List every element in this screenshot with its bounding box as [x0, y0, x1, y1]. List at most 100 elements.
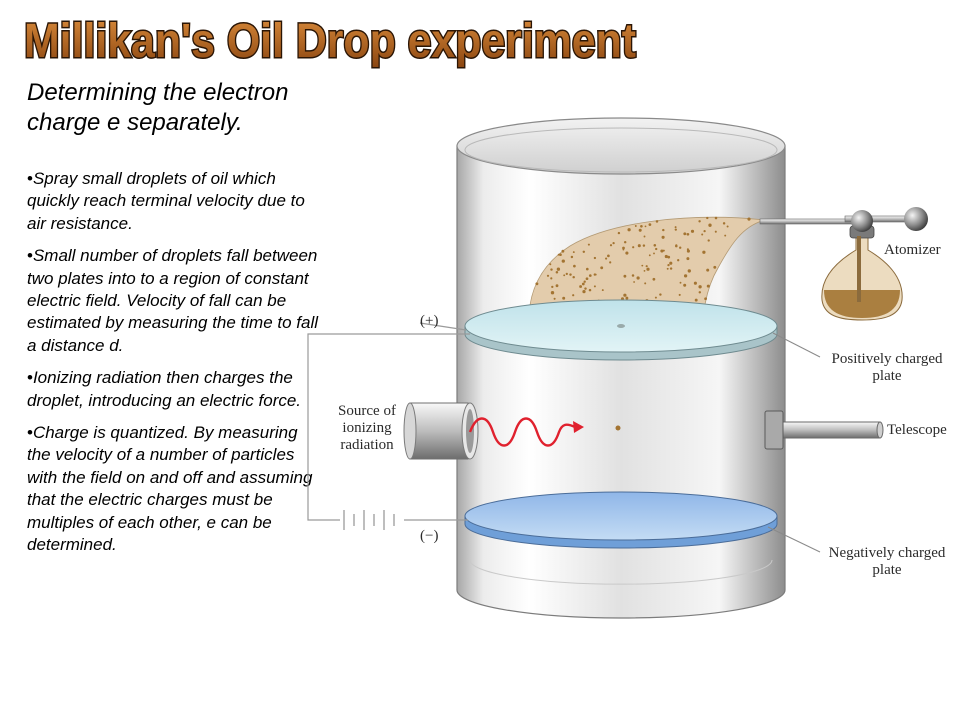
positive-plate [464, 299, 778, 361]
spray-droplet [659, 293, 662, 296]
spray-droplet [627, 228, 631, 232]
spray-droplet [722, 222, 726, 225]
spray-droplet [553, 297, 556, 300]
spray-droplet [675, 244, 678, 248]
spray-droplet [654, 296, 657, 299]
battery-icon [343, 510, 395, 530]
spray-droplet [631, 274, 635, 277]
page-title: Millikan's Oil Drop experiment [24, 15, 636, 68]
atomizer [759, 207, 928, 321]
spray-droplet [703, 229, 706, 233]
radiation-source-label-line3: radiation [340, 437, 394, 453]
title-graphic: Millikan's Oil Drop experiment [23, 14, 638, 70]
spray-droplet [724, 234, 727, 237]
spray-droplet [588, 274, 592, 277]
atomizer-cap-ball [851, 210, 873, 232]
spray-droplet [674, 228, 677, 231]
spray-droplet [588, 288, 592, 292]
negative-plate-label: Negatively charged plate [812, 545, 960, 579]
spray-droplet [652, 277, 656, 281]
spray-droplet [561, 249, 565, 253]
spray-droplet [559, 253, 562, 256]
spray-droplet [661, 235, 665, 239]
spray-droplet [645, 265, 648, 268]
negative-plate [464, 491, 778, 549]
spray-droplet [679, 246, 682, 249]
bullet-glyph: • [27, 368, 33, 388]
spray-droplet [686, 249, 690, 253]
spray-droplet [593, 256, 597, 260]
positive-plate-label-line1: Positively charged [831, 351, 943, 367]
spray-droplet [653, 252, 655, 255]
spray-droplet [644, 282, 647, 285]
spray-droplet [622, 246, 625, 250]
spray-droplet [638, 228, 642, 232]
spray-droplet [550, 277, 553, 280]
spray-droplet [643, 270, 646, 272]
spray-droplet [701, 233, 704, 236]
bullet-item: •Charge is quantized. By measuring the v… [27, 422, 319, 556]
spray-droplet [572, 294, 575, 297]
spray-droplet [660, 249, 664, 253]
plus-label: (+) [420, 313, 439, 329]
radiation-source-label-line2: ionizing [342, 420, 392, 436]
spray-droplet [609, 244, 613, 247]
spray-droplet [698, 291, 702, 294]
spray-droplet [582, 289, 586, 294]
negative-plate-label-line1: Negatively charged [828, 545, 946, 561]
spray-droplet [683, 283, 687, 287]
spray-droplet [556, 267, 561, 271]
spray-droplet [617, 231, 621, 235]
spray-droplet [646, 267, 650, 271]
spray-droplet [563, 274, 566, 277]
spray-droplet [637, 244, 641, 248]
spray-droplet [655, 220, 659, 223]
spray-droplet [623, 274, 627, 278]
radiation-source-label: Source of ionizing radiation [327, 403, 407, 454]
spray-droplet [690, 229, 695, 233]
spray-droplet [632, 246, 635, 249]
spray-droplet [634, 225, 637, 227]
spray-droplet [565, 272, 568, 276]
spray-droplet [655, 247, 658, 251]
positive-plate-label-line2: plate [872, 368, 902, 384]
spray-droplet [584, 287, 587, 290]
atomizer-label: Atomizer [884, 242, 941, 258]
spray-droplet [557, 253, 560, 256]
spray-droplet [648, 223, 652, 226]
spray-droplet [678, 293, 681, 296]
spray-droplet [625, 296, 629, 300]
spray-droplet [669, 267, 673, 270]
radiation-wave [468, 417, 621, 447]
spray-droplet [677, 259, 680, 262]
bullet-glyph: • [27, 423, 33, 443]
spray-droplet [666, 267, 669, 270]
spray-droplet [708, 223, 712, 227]
oil-droplet [615, 425, 621, 431]
spray-droplet [623, 240, 627, 244]
spray-droplet [640, 225, 643, 228]
subtitle: Determining the electron charge e separa… [27, 79, 289, 136]
spray-droplet [714, 230, 717, 233]
spray-droplet [648, 254, 651, 257]
bullet-text: Spray small droplets of oil which quickl… [27, 169, 305, 233]
bullet-item: •Small number of droplets fall between t… [27, 245, 319, 357]
spray-droplet [687, 269, 691, 273]
bullet-text: Charge is quantized. By measuring the ve… [27, 423, 313, 555]
minus-label: (−) [420, 528, 439, 544]
spray-droplet [706, 268, 710, 272]
spray-droplet [562, 296, 566, 300]
spray-droplet [625, 251, 629, 255]
spray-droplet [587, 243, 590, 246]
spray-droplet [551, 285, 554, 289]
spray-droplet [607, 254, 610, 258]
spray-droplet [605, 257, 608, 260]
spray-droplet [713, 265, 717, 269]
spray-droplet [549, 263, 552, 266]
spray-droplet [572, 275, 575, 279]
bullet-text: Ionizing radiation then charges the drop… [27, 368, 302, 410]
spray-droplet [643, 235, 646, 238]
atomizer-bulb [904, 207, 928, 231]
